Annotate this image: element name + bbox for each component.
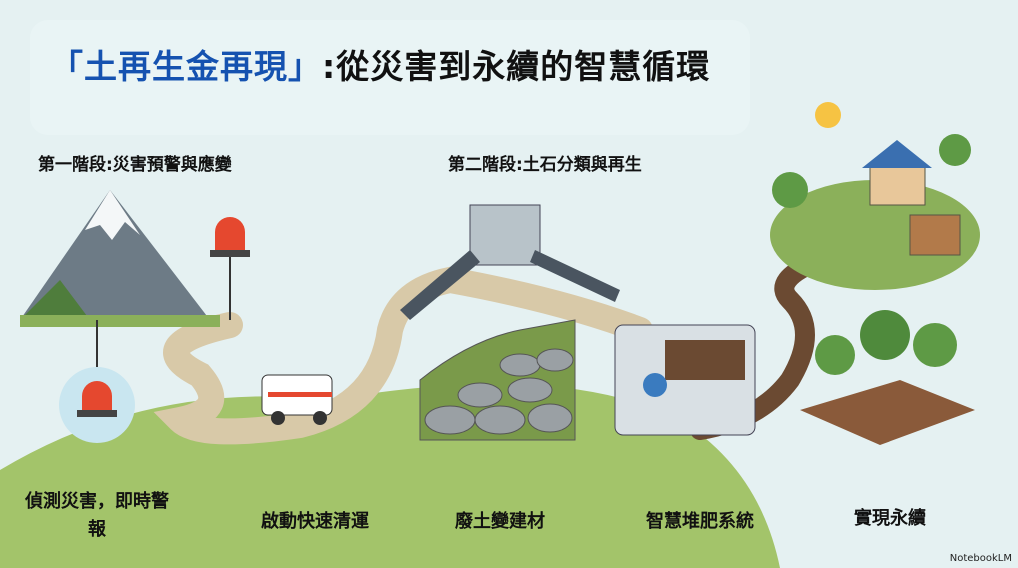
step-sustainability: 實現永續 — [854, 508, 926, 529]
title-rest: :從災害到永續的智慧循環 — [322, 47, 711, 86]
sun-icon — [815, 102, 841, 128]
brand-watermark: NotebookLM — [949, 553, 1012, 564]
dirt-road — [153, 266, 653, 445]
title-highlight: 「土再生金再現」 — [50, 47, 322, 86]
page-title: 「土再生金再現」:從災害到永續的智慧循環 — [50, 40, 710, 88]
stage-1-label: 第一階段:災害預警與應變 — [38, 155, 232, 175]
step-detect-alert: 偵測災害，即時警報 — [25, 491, 169, 540]
ambulance-icon — [261, 374, 333, 425]
stone-retaining-wall-icon — [419, 319, 576, 441]
alarm-icon — [77, 381, 117, 417]
sorting-machine-icon — [400, 204, 620, 320]
stage-2-label: 第二階段:土石分類與再生 — [448, 155, 642, 175]
garden-bed-icon — [800, 310, 975, 445]
step-smart-compost: 智慧堆肥系統 — [646, 511, 754, 532]
alarm-icon — [210, 217, 250, 320]
mountain-icon — [20, 190, 220, 327]
sustainable-village-icon — [770, 134, 980, 290]
step-waste-to-materials: 廢土變建材 — [455, 511, 545, 532]
title-panel — [30, 20, 750, 135]
compost-machine-icon — [614, 324, 756, 436]
step-rapid-clearance: 啟動快速清運 — [261, 511, 369, 532]
